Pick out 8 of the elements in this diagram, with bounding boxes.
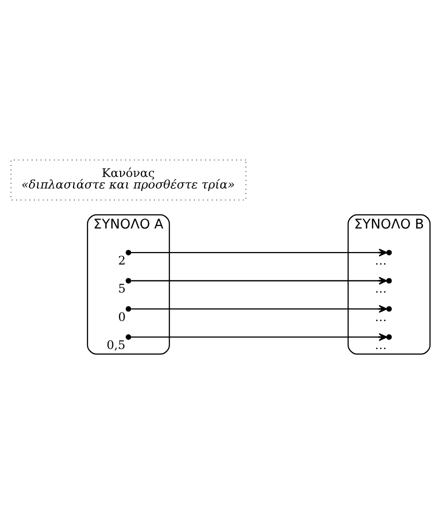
node-label: … (374, 281, 387, 296)
node-label: … (374, 252, 387, 267)
node-label: … (374, 309, 387, 324)
node-label: 2 (118, 252, 126, 267)
node-label: 5 (118, 281, 126, 296)
node-label: 0,5 (106, 337, 126, 352)
node-label: 0 (118, 309, 126, 324)
node-label: … (374, 337, 387, 352)
